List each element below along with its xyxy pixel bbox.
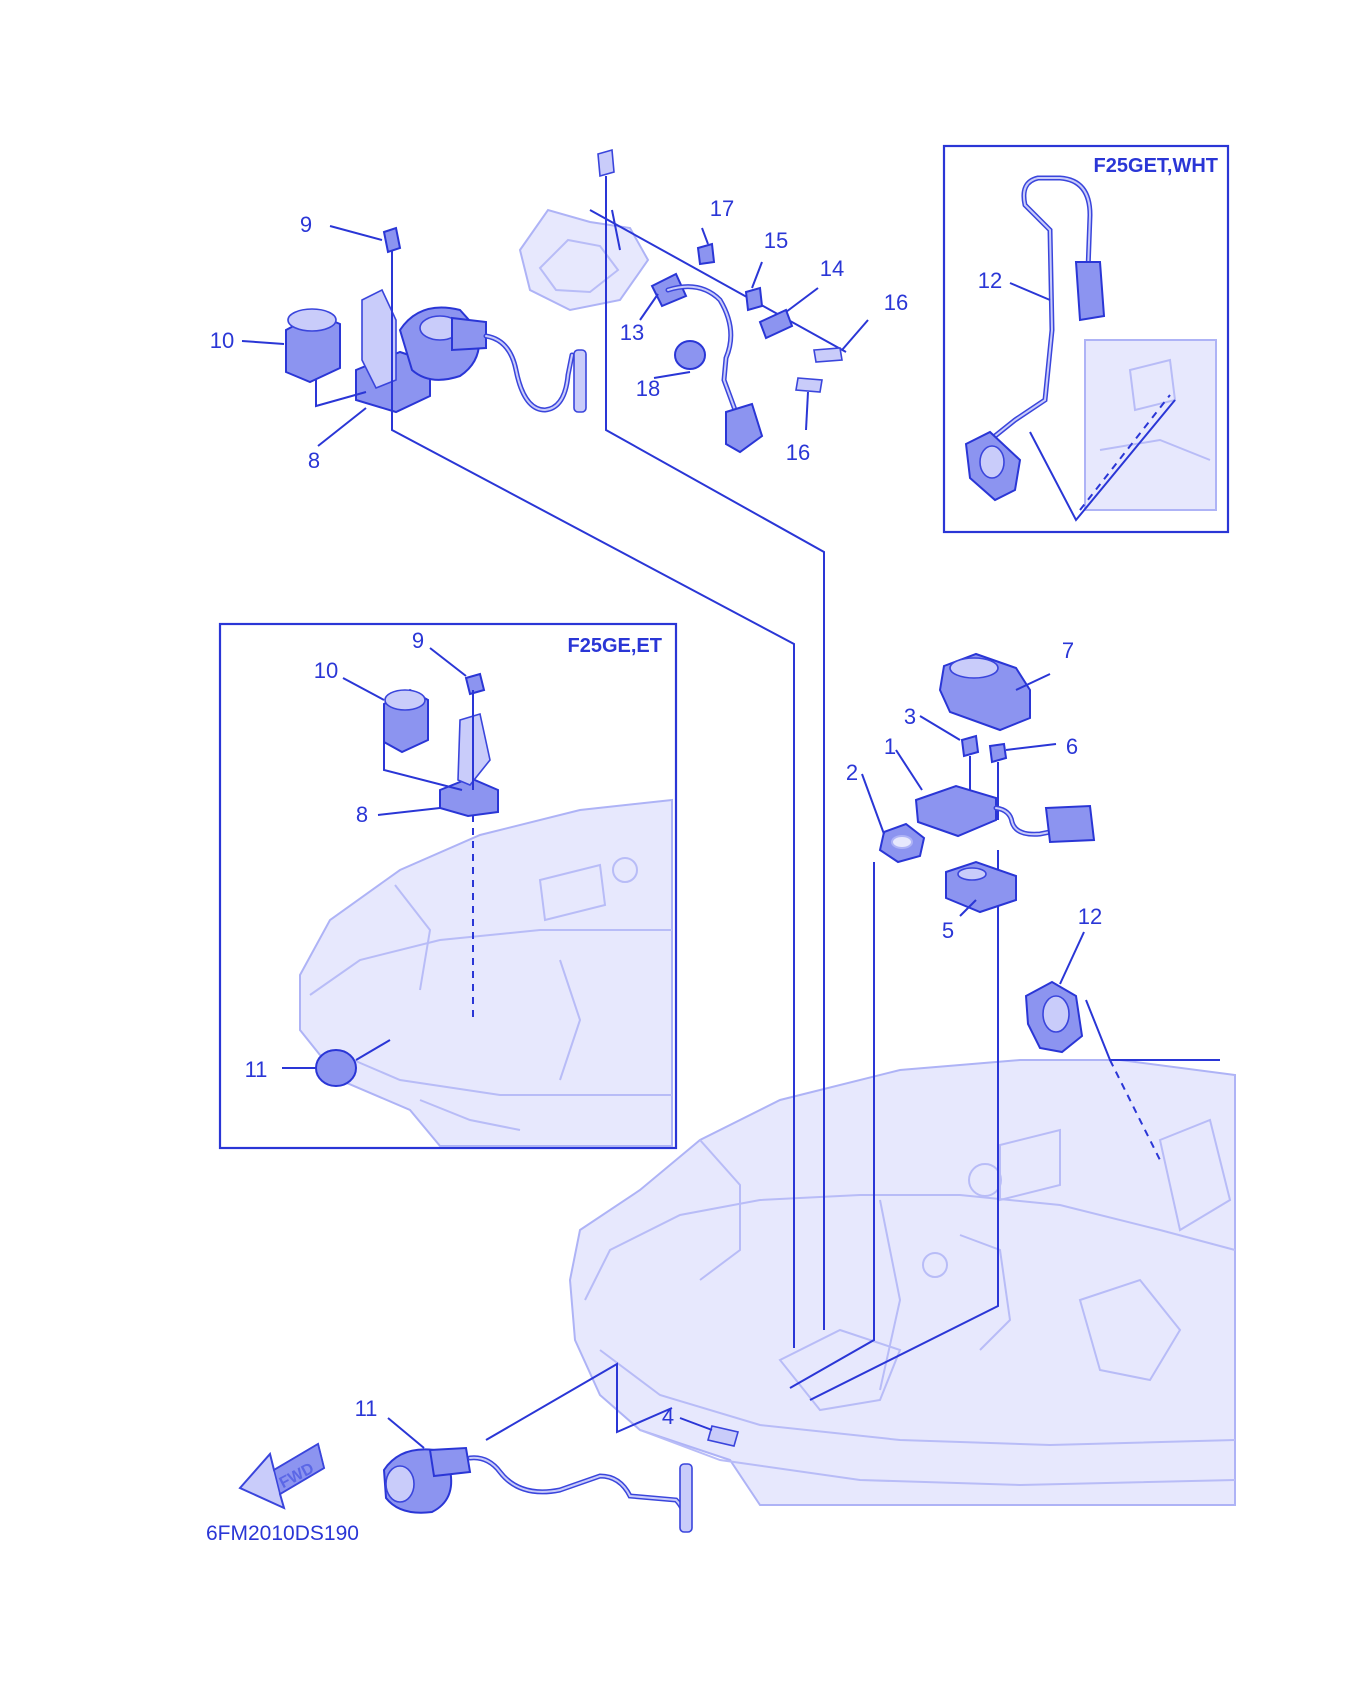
fwd-arrow: FWD [238, 1442, 326, 1510]
grommet-18-part [674, 340, 706, 370]
inset-f25ge-et: F25GE,ET [218, 622, 678, 1150]
clip-17-part [696, 242, 716, 266]
inset-harness-part [964, 175, 1106, 502]
label-7: 7 [1062, 638, 1074, 663]
inset-label-10: 10 [314, 658, 338, 683]
clip-15-part [744, 286, 764, 312]
label-plate-4-part [706, 1425, 740, 1447]
label-11: 11 [355, 1396, 378, 1421]
label-6: 6 [1066, 734, 1078, 759]
main-top-center-assembly: 17 15 14 16 13 18 16 [589, 148, 908, 465]
label-2: 2 [846, 760, 858, 785]
inset-right-title: F25GET,WHT [1094, 155, 1218, 177]
label-16: 16 [884, 290, 908, 315]
label-5: 5 [942, 918, 954, 943]
label-8: 8 [308, 448, 320, 473]
main-right-assembly: 7 3 6 1 2 5 12 [846, 638, 1220, 1161]
inset-grommet-part [315, 1049, 357, 1087]
label-17: 17 [710, 196, 734, 221]
bolt-3-part [960, 734, 980, 758]
label-4: 4 [662, 1404, 674, 1429]
inset-left-cowling-ghost [299, 798, 673, 1147]
label-12: 12 [1078, 904, 1102, 929]
diagram-code: 6FM2010DS190 [206, 1522, 359, 1545]
inset-f25get-wht: F25GET,WHT 12 [942, 144, 1230, 534]
inset-bracket-part [439, 712, 499, 818]
main-bottom-assembly: 4 11 [355, 1396, 740, 1533]
clip-14-part [758, 308, 794, 340]
inset-label-9: 9 [412, 628, 424, 653]
label-15: 15 [764, 228, 788, 253]
inset-label-8: 8 [356, 802, 368, 827]
screw-6-part [988, 742, 1008, 764]
mount-bracket-ghost [518, 208, 650, 312]
inset-label-12: 12 [978, 268, 1002, 293]
label-14: 14 [820, 256, 844, 281]
label-3: 3 [904, 704, 916, 729]
inset-right-cowling-ghost [1084, 339, 1217, 511]
switch-1-part [914, 784, 997, 838]
inset-left-title: F25GE,ET [568, 635, 662, 657]
inset-bolt-part [464, 672, 486, 790]
label-10: 10 [210, 328, 234, 353]
label-9: 9 [300, 212, 312, 237]
inset-clamp-part [383, 688, 429, 754]
label-13: 13 [620, 320, 644, 345]
label-18: 18 [636, 376, 660, 401]
main-top-left-assembly: 9 10 8 [210, 212, 587, 473]
engine-cowling-main-ghost [568, 1059, 1236, 1506]
label-16b: 16 [786, 440, 810, 465]
label-1: 1 [884, 734, 896, 759]
bolt-9-part [382, 226, 402, 254]
assembly-leader-lines [391, 400, 999, 1441]
inset-label-11: 11 [245, 1057, 268, 1082]
